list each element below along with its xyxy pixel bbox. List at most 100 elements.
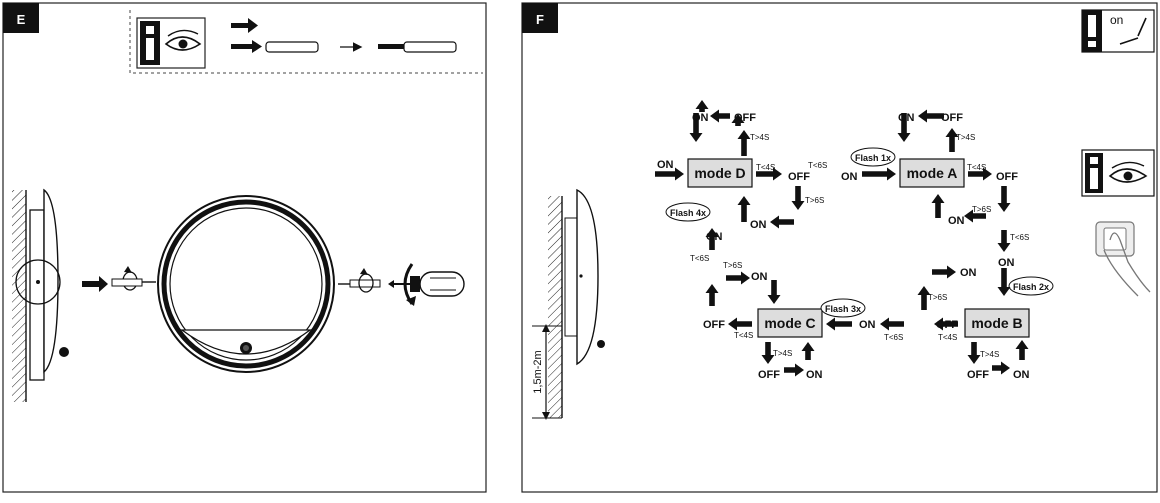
mode-b-label: mode B [971, 315, 1022, 331]
timing-label: T>4S [773, 349, 792, 358]
timing-label: T<6S [884, 333, 903, 342]
eye-icon-f [1108, 161, 1148, 183]
flash-d-label: Flash 4x [670, 208, 706, 218]
panel-f-frame [521, 2, 1158, 493]
timing-label: T>6S [805, 196, 824, 205]
transition-arrow [770, 215, 794, 229]
panel-e-tab-label: E [17, 12, 26, 27]
eye-icon [164, 29, 202, 51]
transition-arrow [784, 363, 804, 377]
state-on: ON [806, 369, 823, 381]
state-off: OFF [734, 112, 756, 124]
mode-c-label: mode C [764, 315, 815, 331]
timing-label: T>6S [723, 261, 742, 270]
info-box-f [1081, 149, 1155, 197]
screwdriver-icon [388, 263, 465, 306]
state-off: OFF [941, 112, 963, 124]
state-on: ON [750, 219, 767, 231]
flash-a-oval [850, 147, 896, 167]
timing-label: T<6S [1010, 233, 1029, 242]
transition-arrow [1015, 340, 1029, 360]
transition-arrow [726, 271, 750, 285]
flash-b-label: Flash 2x [1013, 282, 1049, 292]
transition-arrow [710, 109, 730, 123]
mode-d-label: mode D [694, 165, 745, 181]
state-off: OFF [758, 369, 780, 381]
info-box-e [129, 10, 483, 74]
switch-on-notice: on [1081, 9, 1155, 53]
timing-label: T>6S [972, 205, 991, 214]
transition-arrow [801, 342, 815, 360]
state-off: OFF [967, 369, 989, 381]
timing-label: T>6S [928, 293, 947, 302]
panel-f: F on [521, 2, 1158, 493]
transition-arrow [997, 230, 1011, 252]
transition-arrow [997, 186, 1011, 212]
mode-a-box [899, 158, 965, 188]
transition-arrow [897, 113, 911, 142]
mode-c-box [757, 308, 823, 338]
flash-c-oval [820, 298, 866, 318]
mode-a-label: mode A [907, 165, 958, 181]
timing-label: T<6S [808, 161, 827, 170]
timing-label: T<4S [734, 331, 753, 340]
transition-arrow [705, 284, 719, 306]
state-on: ON [948, 215, 965, 227]
transition-arrow [737, 196, 751, 222]
transition-arrow [705, 228, 719, 250]
transition-arrow [737, 130, 751, 156]
transition-arrow [826, 317, 852, 331]
lamp-front-view [157, 195, 335, 373]
switch-on-label: on [1110, 13, 1123, 27]
transition-arrow [761, 342, 775, 364]
panel-e: E [2, 2, 487, 493]
transition-arrow [967, 342, 981, 364]
state-on: ON [1013, 369, 1030, 381]
screw-anchor-illustration [378, 41, 457, 53]
transition-arrow [932, 265, 956, 279]
transition-arrow [945, 128, 959, 152]
mode-b-box [964, 308, 1030, 338]
timing-label: T>4S [956, 133, 975, 142]
panel-f-tab [522, 3, 558, 33]
timing-labels: T>4S T<4S T<6S T>6S T>4S T<4S T>6S T<6S … [690, 133, 1029, 359]
timing-label: T<4S [967, 163, 986, 172]
state-on: ON [657, 159, 674, 171]
timing-label: T>4S [750, 133, 769, 142]
state-on: ON [960, 267, 977, 279]
transition-arrow [964, 209, 986, 223]
transition-arrow [992, 361, 1010, 375]
wall-side-view [12, 188, 69, 402]
hand-switch-icon [1119, 17, 1147, 45]
state-on: ON [998, 257, 1015, 269]
transition-arrow [695, 100, 709, 112]
timing-label: T>4S [980, 350, 999, 359]
transition-arrow [756, 167, 782, 181]
rotate-icon-right [338, 268, 381, 293]
state-on: ON [898, 112, 915, 124]
panel-f-tab-label: F [536, 12, 544, 27]
transition-arrow [917, 286, 931, 310]
transition-arrow [997, 268, 1011, 296]
flash-b-oval [1008, 276, 1054, 296]
rod-arrow-top [231, 18, 258, 33]
transition-arrow [767, 280, 781, 304]
state-off: OFF [703, 319, 725, 331]
state-labels: ON ON OFF OFF ON ON ON OFF OFF ON ON ON … [657, 112, 1030, 381]
mode-state-diagram: mode D mode A mode C mode B Flash 1x Fla… [655, 100, 1054, 381]
state-off: OFF [996, 171, 1018, 183]
flash-a-label: Flash 1x [855, 153, 891, 163]
flash-d-oval [665, 202, 711, 222]
mounting-height-illustration: 1,5m-2m [532, 188, 605, 420]
state-on: ON [751, 271, 768, 283]
state-on: ON [706, 231, 723, 243]
transition-arrow [862, 167, 896, 181]
timing-label: T<4S [938, 333, 957, 342]
timing-label: T<6S [690, 254, 709, 263]
transition-arrows [655, 100, 1029, 377]
transition-arrow [689, 113, 703, 142]
transition-arrow [791, 186, 805, 210]
transition-arrow [918, 109, 944, 123]
